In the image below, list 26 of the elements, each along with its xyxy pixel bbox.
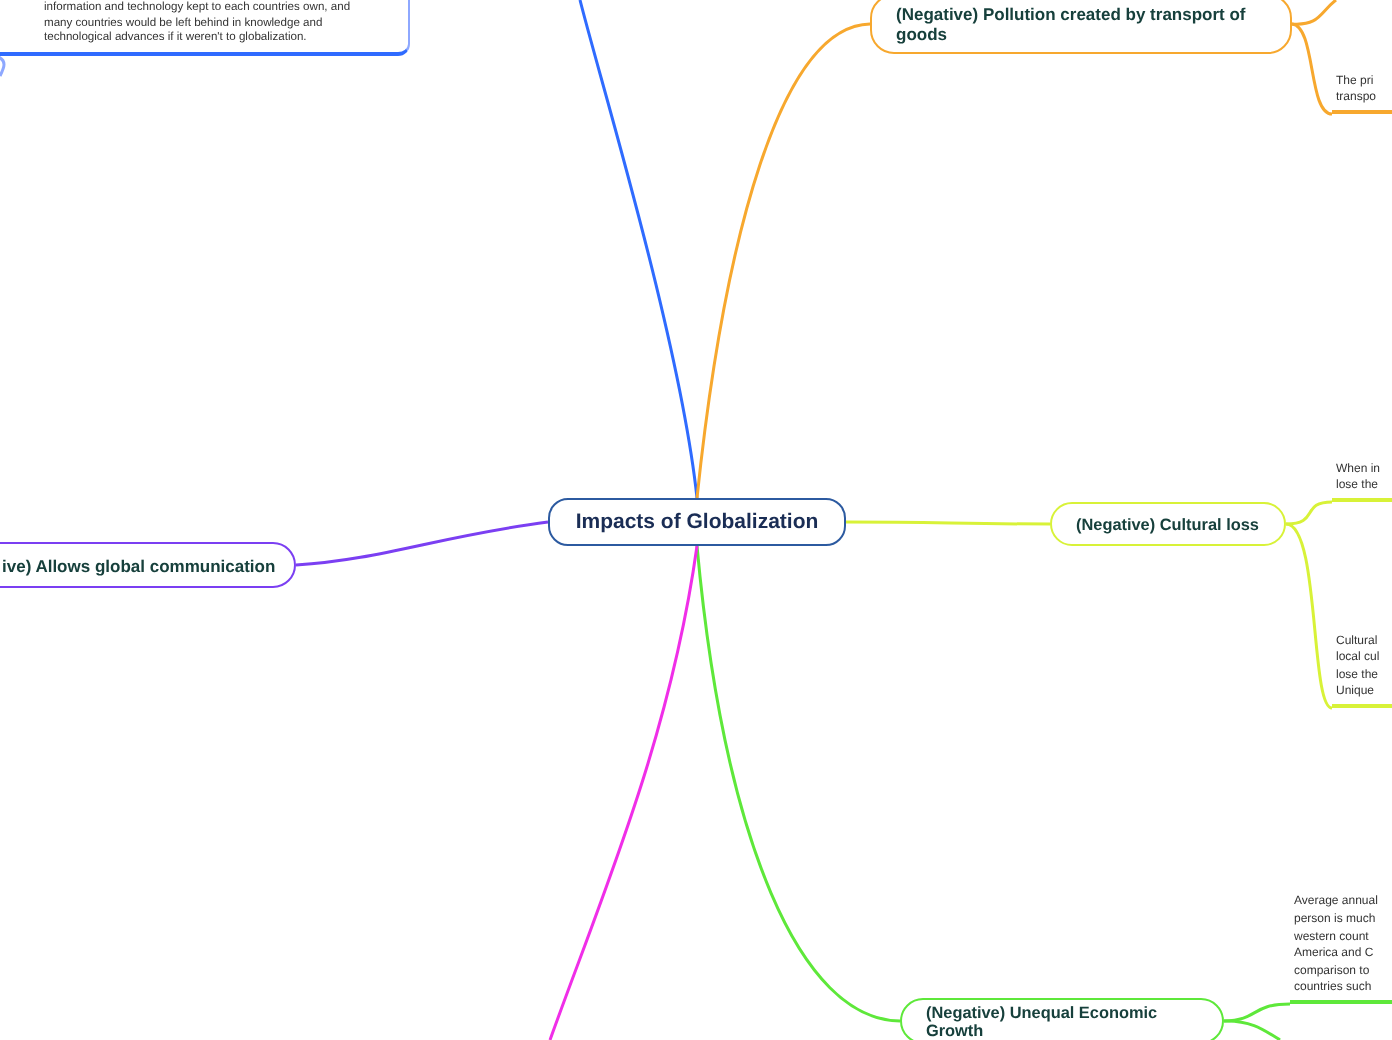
connector-line [1291, 22, 1333, 116]
topic-box [900, 998, 1224, 1040]
connector-line [295, 520, 549, 567]
connector-line [1223, 1002, 1291, 1023]
connector-line [695, 22, 871, 499]
topic-label: (Negative) Unequal Economic Growth [926, 1003, 1160, 1039]
topic-label: ive) Allows global communication [2, 555, 276, 575]
topic-label: (Negative) Cultural loss [1076, 515, 1259, 533]
topic-label: Impacts of Globalization [575, 510, 819, 534]
connector-line [1224, 1019, 1281, 1040]
topic-label: (Negative) Pollution created by transport of goods [896, 4, 1248, 44]
note-underline [1332, 458, 1392, 502]
connector-line [1285, 522, 1333, 710]
central-topic-box [548, 498, 846, 546]
connector-line [1291, 0, 1337, 26]
connector-line [578, 0, 699, 499]
note-underline [1290, 892, 1392, 1004]
connector-line [548, 545, 699, 1040]
topic-box [870, 0, 1292, 54]
connector-line [695, 545, 901, 1023]
connector-line [1285, 500, 1333, 526]
connector-line [0, 54, 6, 77]
note-underline [0, 0, 410, 56]
topic-box [1050, 502, 1286, 546]
connector-line [846, 520, 1050, 526]
topic-box [0, 542, 296, 588]
